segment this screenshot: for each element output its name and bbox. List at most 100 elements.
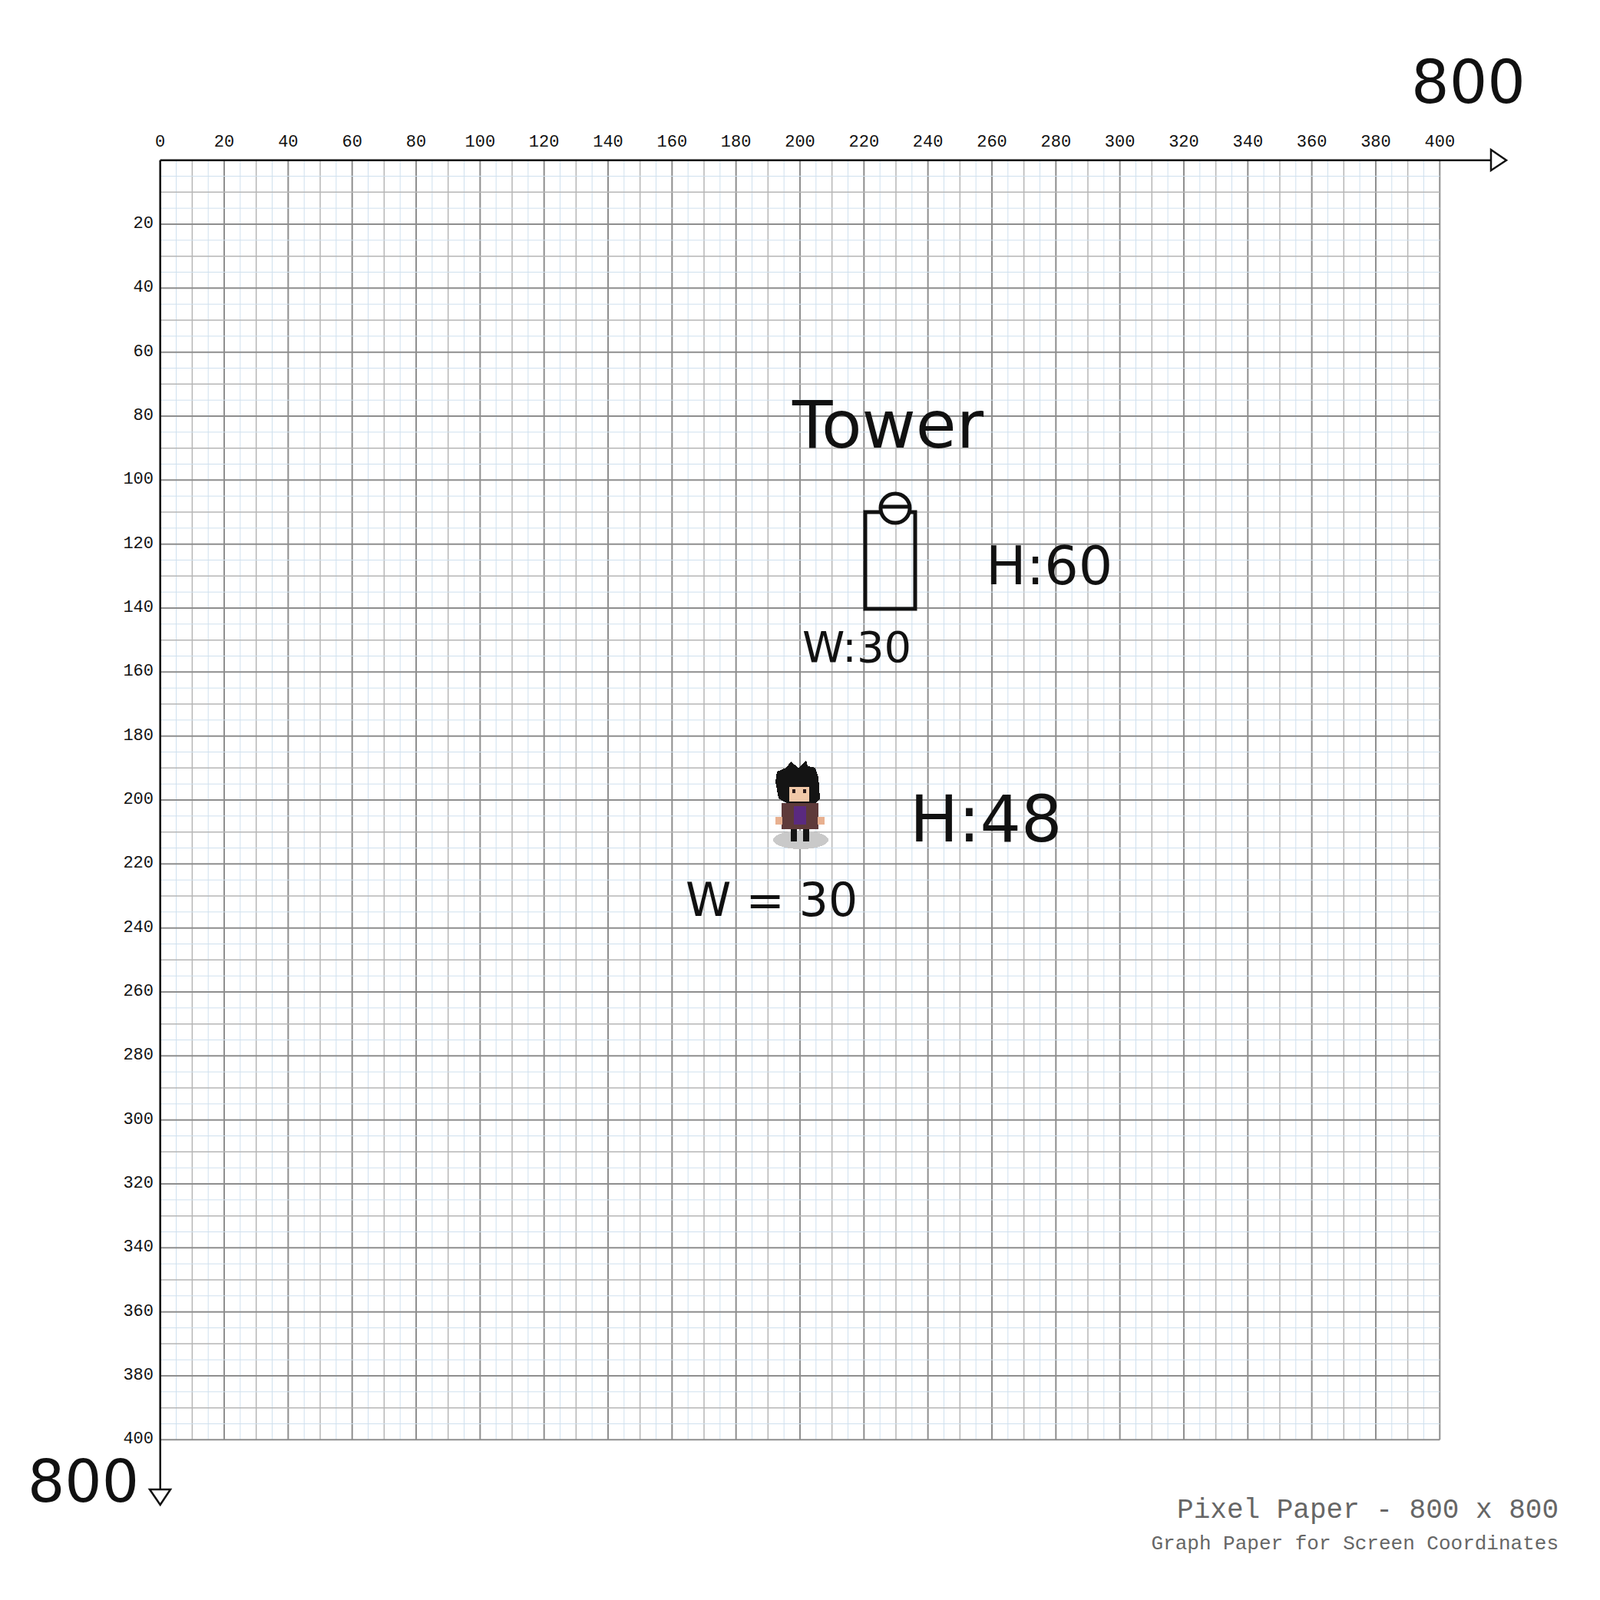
grid-line <box>160 511 1441 513</box>
grid-line <box>160 1183 1441 1185</box>
grid-line <box>160 271 1441 273</box>
sprite-face <box>789 781 810 802</box>
grid-line <box>160 527 1441 529</box>
sprite-eye <box>803 789 807 794</box>
sprite-hand <box>775 816 783 825</box>
grid-line <box>160 959 1441 962</box>
axis-tick-label: 180 <box>720 134 752 152</box>
grid-line <box>160 1343 1441 1346</box>
tower-body <box>865 512 916 609</box>
grid-line <box>160 1327 1441 1329</box>
grid-line <box>160 1263 1441 1265</box>
grid-line <box>160 208 1441 209</box>
tower-top <box>880 493 910 523</box>
sprite-eye <box>792 789 796 794</box>
grid-line <box>160 1071 1441 1073</box>
axis-tick-label: 260 <box>976 134 1008 152</box>
x-axis-arrow <box>1490 149 1507 171</box>
grid-line <box>160 927 1441 929</box>
axis-tick-label: 240 <box>122 919 154 937</box>
axis-tick-label: 320 <box>1168 134 1200 152</box>
grid-line <box>160 1119 1441 1121</box>
handwritten-note: 800 <box>27 1452 139 1511</box>
y-axis-arrow <box>149 1489 171 1505</box>
axis-tick-label: 360 <box>1296 134 1328 152</box>
grid-line <box>160 304 1441 305</box>
axis-tick-label: 200 <box>122 791 154 809</box>
grid-line <box>160 335 1441 337</box>
grid-line <box>160 1231 1441 1233</box>
grid-line <box>160 1215 1441 1217</box>
grid-lines <box>160 160 1441 1441</box>
grid-line <box>160 671 1441 673</box>
axis-tick-label: 0 <box>155 134 166 152</box>
axis-tick-label: 100 <box>465 134 496 152</box>
grid-line <box>160 1007 1441 1009</box>
x-axis <box>160 158 1491 162</box>
grid-line <box>160 367 1441 369</box>
grid-line <box>160 1423 1441 1425</box>
grid-line <box>160 479 1441 481</box>
sprite-hair <box>775 760 820 805</box>
grid-line <box>160 1246 1441 1249</box>
grid-line <box>160 1407 1441 1409</box>
grid-line <box>160 607 1441 609</box>
axis-tick-label: 380 <box>1360 134 1392 152</box>
grid-line <box>160 1135 1441 1137</box>
handwritten-note: Tower <box>792 391 984 458</box>
axis-tick-label: 160 <box>657 134 688 152</box>
axis-tick-label: 40 <box>277 134 298 152</box>
grid-line <box>160 191 1441 194</box>
grid-line <box>160 1438 1441 1441</box>
axis-tick-label: 100 <box>122 471 154 489</box>
tower-sketch <box>865 493 916 609</box>
grid-line <box>160 575 1441 578</box>
footer-subtitle: Graph Paper for Screen Coordinates <box>1151 1533 1560 1554</box>
grid-line <box>160 1359 1441 1361</box>
character-sprite <box>773 760 829 850</box>
grid-line <box>160 559 1441 561</box>
grid-line <box>160 1054 1441 1057</box>
grid-line <box>160 255 1441 258</box>
grid-line <box>160 1103 1441 1105</box>
axis-tick-label: 400 <box>1424 134 1455 152</box>
grid-line <box>160 239 1441 241</box>
grid-line <box>160 703 1441 705</box>
grid-line <box>160 1375 1441 1377</box>
grid-line <box>160 1039 1441 1041</box>
axes <box>149 149 1507 1505</box>
grid-line <box>160 223 1441 225</box>
grid-line <box>160 1199 1441 1200</box>
grid-line <box>160 591 1441 593</box>
sprite-leg <box>790 829 797 842</box>
axis-tick-label: 360 <box>122 1303 154 1321</box>
grid-line <box>160 655 1441 657</box>
axis-tick-label: 160 <box>122 663 154 681</box>
axis-tick-label: 220 <box>849 134 880 152</box>
grid-line <box>160 1087 1441 1089</box>
grid-line <box>160 319 1441 321</box>
grid-line <box>160 1151 1441 1154</box>
grid-line <box>160 1391 1441 1392</box>
axis-tick-label: 40 <box>133 279 154 297</box>
handwritten-dimension: W:30 <box>802 625 912 669</box>
grid-line <box>160 463 1441 465</box>
sprite-fringe <box>789 781 810 787</box>
sprite-shirt <box>793 806 807 825</box>
axis-tick-label: 260 <box>122 983 154 1001</box>
grid-line <box>160 1167 1441 1169</box>
sprite-hand <box>817 816 825 825</box>
axis-tick-label: 300 <box>1104 134 1136 152</box>
grid-line <box>160 623 1441 625</box>
axis-tick-label: 300 <box>122 1111 154 1129</box>
axis-tick-label: 60 <box>341 134 362 152</box>
axis-tick-label: 280 <box>122 1047 154 1065</box>
grid-line <box>160 495 1441 497</box>
axis-tick-label: 60 <box>133 343 154 361</box>
axis-tick-label: 20 <box>133 215 154 233</box>
grid-line <box>160 383 1441 386</box>
grid-line <box>160 1279 1441 1281</box>
axis-tick-label: 320 <box>122 1175 154 1193</box>
axis-tick-label: 140 <box>592 134 624 152</box>
handwritten-dimension: W = 30 <box>685 876 858 923</box>
